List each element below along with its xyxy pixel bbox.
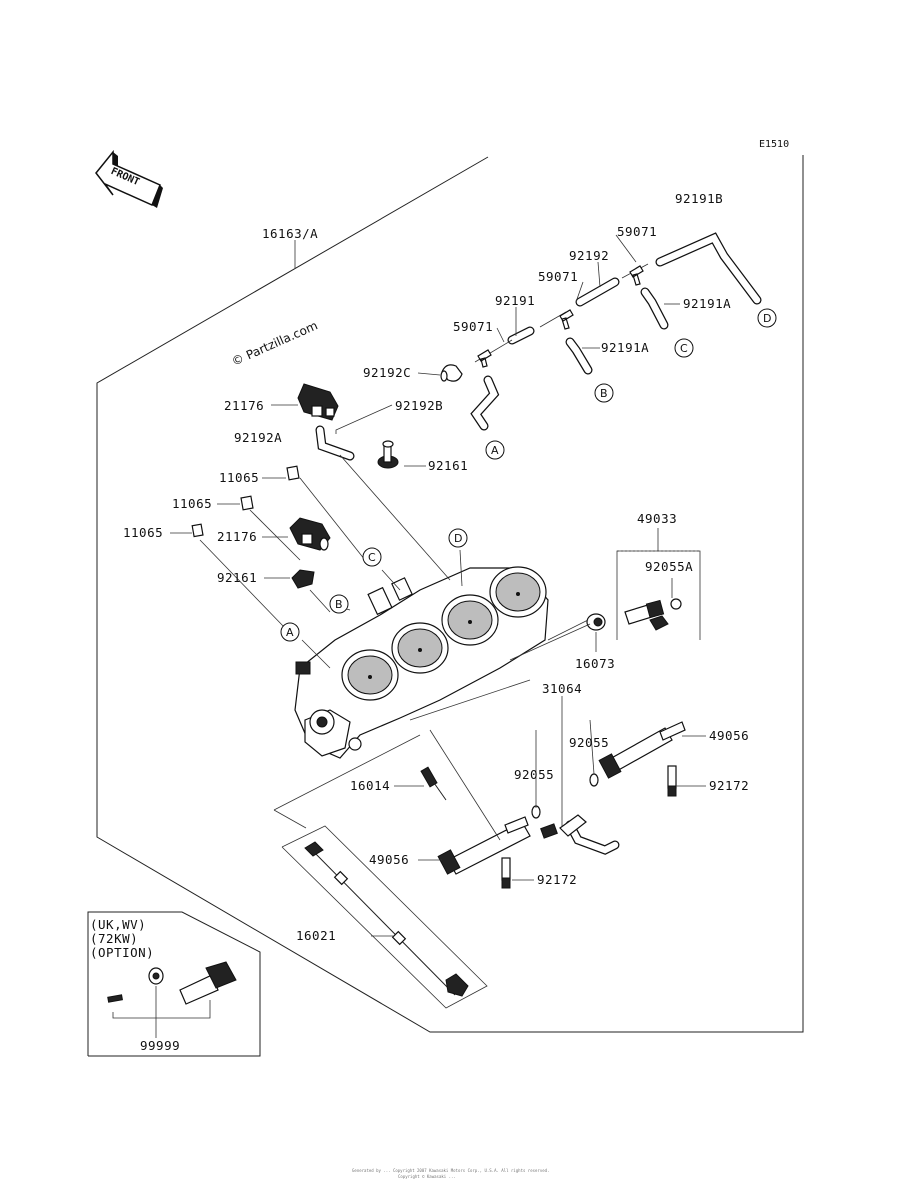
part-labels: 16163/A 92191B 59071 92192 59071 92191A … (123, 191, 749, 943)
footer-copyright-2: Copyright © Kawasaki ... (398, 1174, 456, 1179)
fuel-pipe-31064 (531, 773, 620, 855)
label-59071-1: 59071 (617, 224, 657, 239)
injector-49033 (624, 598, 682, 631)
callout-C-body: C (362, 547, 382, 567)
diagram-code: E1510 (759, 139, 789, 150)
label-92191B: 92191B (675, 191, 723, 206)
callout-B-body: B (329, 594, 349, 614)
label-49033: 49033 (637, 511, 677, 526)
watermark-text: © Partzilla.com (230, 318, 320, 368)
option-part-99999: 99999 (140, 1038, 180, 1053)
label-92161-2: 92161 (217, 570, 257, 585)
label-59071-3: 59071 (453, 319, 493, 334)
label-92172-1: 92172 (709, 778, 749, 793)
label-92192: 92192 (569, 248, 609, 263)
callout-C-body-text: C (368, 551, 376, 564)
option-line3: (OPTION) (90, 945, 154, 960)
label-92192A: 92192A (234, 430, 282, 445)
callout-A-body: A (280, 622, 300, 642)
label-92191: 92191 (495, 293, 535, 308)
label-11065-1: 11065 (219, 470, 259, 485)
label-92192C: 92192C (363, 365, 411, 380)
leader-lines (170, 234, 706, 937)
label-21176-2: 21176 (217, 529, 257, 544)
callout-D-top-text: D (763, 312, 771, 325)
seal-16073 (586, 613, 606, 631)
label-16073: 16073 (575, 656, 615, 671)
label-16163-A: 16163/A (262, 226, 318, 241)
label-92192B: 92192B (395, 398, 443, 413)
label-92055-2: 92055 (514, 767, 554, 782)
sensor-16014 (420, 766, 447, 801)
label-92055A: 92055A (645, 559, 693, 574)
label-59071-2: 59071 (538, 269, 578, 284)
callout-A-body-text: A (286, 626, 294, 639)
label-31064: 31064 (542, 681, 582, 696)
label-92191A-2: 92191A (601, 340, 649, 355)
cable-16021 (281, 825, 488, 1009)
footer-copyright-1: Generated by ... Copyright 2007 Kawasaki… (352, 1168, 549, 1173)
callout-C-top: C (674, 338, 694, 358)
map-sensor-lower (289, 517, 331, 589)
assembly-outline (96, 155, 804, 1033)
callout-B-top: B (594, 383, 614, 403)
label-11065-2: 11065 (172, 496, 212, 511)
callout-A-top: A (485, 440, 505, 460)
callout-C-top-text: C (680, 342, 688, 355)
callout-D-body: D (448, 528, 468, 548)
label-11065-3: 11065 (123, 525, 163, 540)
callout-B-body-text: B (335, 598, 343, 611)
callout-A-top-text: A (491, 444, 499, 457)
label-16021: 16021 (296, 928, 336, 943)
screw-92161-upper (377, 440, 399, 469)
label-16014: 16014 (350, 778, 390, 793)
label-92161-1: 92161 (428, 458, 468, 473)
option-box: (UK,WV) (72KW) (OPTION) 99999 (87, 911, 261, 1057)
throttle-body-assembly (294, 566, 549, 759)
vacuum-hoses (315, 232, 762, 461)
delivery-pipe-49056-upper (598, 721, 686, 797)
label-92055-1: 92055 (569, 735, 609, 750)
label-92191A-1: 92191A (683, 296, 731, 311)
callout-B-top-text: B (600, 387, 608, 400)
delivery-pipe-49056-lower (437, 816, 531, 889)
label-49056-1: 49056 (709, 728, 749, 743)
vacuum-nipples-11065 (191, 465, 300, 538)
injector-box (616, 550, 701, 640)
map-sensor-upper (297, 383, 339, 421)
option-line2: (72KW) (90, 931, 138, 946)
label-49056-2: 49056 (369, 852, 409, 867)
front-arrow-icon: FRONT (95, 149, 163, 208)
callout-D-body-text: D (454, 532, 462, 545)
label-21176-1: 21176 (224, 398, 264, 413)
option-line1: (UK,WV) (90, 917, 146, 932)
label-92172-2: 92172 (537, 872, 577, 887)
callout-D-top: D (757, 308, 777, 328)
